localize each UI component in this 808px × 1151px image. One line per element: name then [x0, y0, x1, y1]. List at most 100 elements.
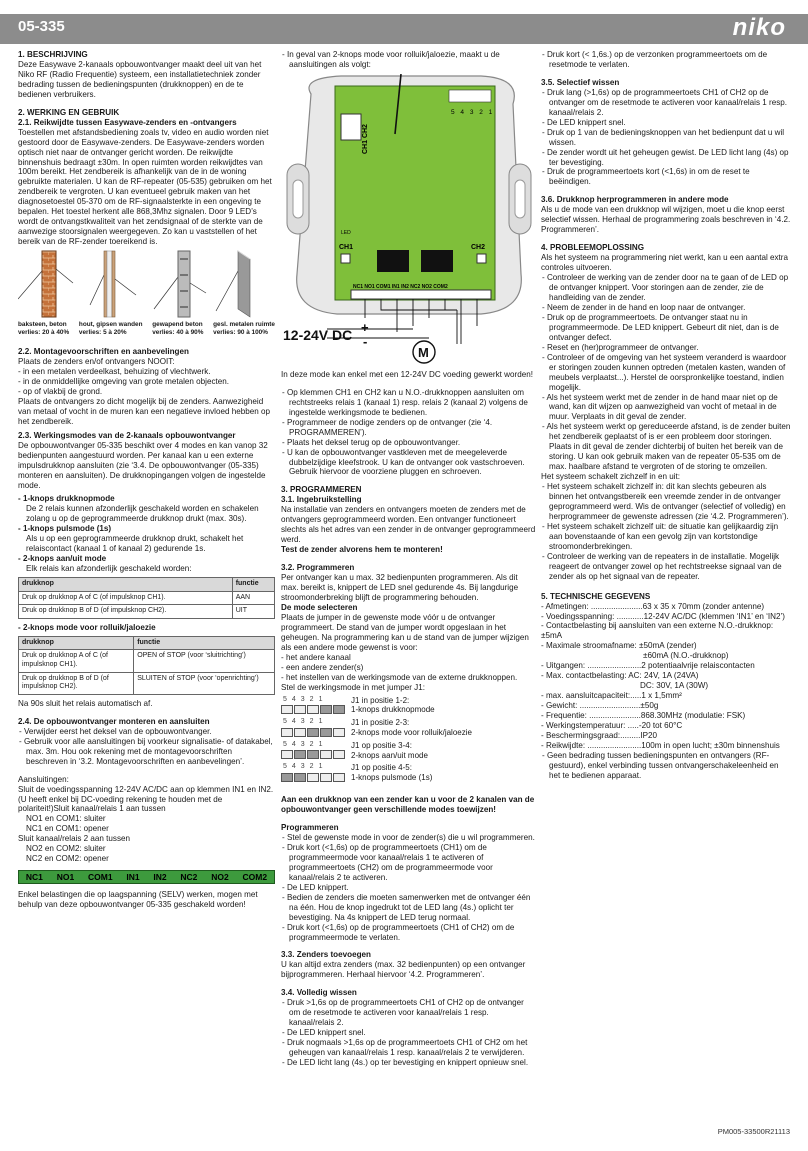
text-line: Plaats de zenders en/of ontvangers NOOIT…: [18, 357, 175, 367]
text-line: Aansluitingen:: [18, 774, 69, 784]
paragraph: Als u op een geprogrammeerde drukknop dr…: [26, 534, 244, 554]
text-line: - Druk >1,6s op de programmeertoets CH1 …: [282, 998, 524, 1028]
paragraph: Plaats de jumper in de gewenste mode vóó…: [281, 612, 529, 652]
paragraph: Per ontvanger kan u max. 32 bedienpunten…: [281, 573, 519, 602]
terminal-label: NC2: [180, 871, 198, 882]
section-title: 4. PROBLEEMOPLOSSING: [541, 243, 644, 253]
paragraph: De 2 relais kunnen afzonderlijk geschake…: [26, 504, 259, 524]
section-title: 3. PROGRAMMEREN: [281, 485, 362, 495]
device-illustration: CH1 CH2 5 4 3 2 1 LED CH1 CH2 NC1 NO1 CO…: [283, 73, 532, 364]
text-line: - Gebruik voor alle aansluitingen bij vo…: [19, 736, 273, 766]
text-line: - Reset en (her)programmeer de ontvanger…: [542, 342, 699, 352]
mode-title: - 1-knops pulsmode (1s): [18, 524, 112, 534]
terminal-strip: NC1 NO1 COM1 IN1 IN2 NC2 NO2 COM2: [18, 870, 275, 885]
minus-sign: -: [363, 334, 367, 349]
text-line: - in een metalen verdeelkast, behuizing …: [18, 367, 211, 377]
led-label: LED: [341, 230, 351, 236]
spec-line: - Werkingstemperatuur: .....-20 tot 60°C: [541, 721, 683, 730]
warning: Aan een drukknop van een zender kan u vo…: [281, 795, 535, 815]
paragraph: De opbouwontvanger 05-335 beschikt over …: [18, 440, 268, 490]
jumper-setting: 54321 J1 in positie 2-3:2-knops mode voo…: [281, 718, 472, 737]
column-2: - In geval van 2-knops mode voor rolluik…: [281, 50, 536, 1130]
text-line: - Druk op 1 van de bedieningsknoppen van…: [542, 127, 785, 147]
spec-line: - max. aansluitcapaciteit:.....1 x 1,5mm…: [541, 691, 682, 701]
text-line: - het andere kanaal: [281, 652, 351, 662]
subsection-title: 2.3. Werkingsmodes van de 2-kanaals opbo…: [18, 430, 236, 440]
text-line: - Het systeem schakelt zichzelf uit: de …: [542, 521, 779, 551]
terminal-label: NO1: [56, 871, 75, 882]
section-title: 2. WERKING EN GEBRUIK: [18, 107, 120, 117]
spec-line: - Uitgangen: ........................2 p…: [541, 661, 755, 671]
motor-icon: [412, 340, 436, 364]
text-line: - Als het systeem werkt op gereduceerde …: [542, 422, 791, 472]
text-line: NO2 en COM2: sluiter: [26, 844, 106, 854]
jumper-setting: 54321 J1 op positie 4-5:1-knops pulsmode…: [281, 763, 433, 783]
ch1-label: CH1: [339, 244, 353, 251]
document-code: PM005-33500R21113: [717, 1127, 790, 1136]
section-title: 5. TECHNISCHE GEGEVENS: [541, 591, 651, 601]
paragraph: U kan altijd extra zenders (max. 32 bedi…: [281, 960, 526, 980]
text-line: - Druk nogmaals >1,6s op de programmeert…: [282, 1038, 528, 1058]
text-line: - Programmeer de nodige zenders op de on…: [282, 417, 493, 437]
text-line: - Neem de zender in de hand en loop naar…: [542, 302, 746, 312]
section-title: 1. BESCHRIJVING: [18, 50, 88, 59]
text-line: Sluit kanaal/relais 2 aan tussen: [18, 834, 131, 844]
product-code: 05-335: [18, 18, 65, 35]
text-line: - Druk de programmeertoets kort (<1,6s) …: [542, 167, 750, 187]
terminal-label: IN2: [153, 871, 167, 882]
mode-title: - 1-knops drukknopmode: [18, 494, 115, 504]
text-line: NO1 en COM1: sluiter: [26, 814, 106, 824]
paragraph: Plaats de ontvangers zo dicht mogelijk b…: [18, 396, 270, 426]
terminal-label: NO2: [211, 871, 229, 882]
text-line: - Druk kort (< 1,6s.) op de verzonken pr…: [542, 50, 768, 69]
mode-title: - 2-knops mode voor rolluik/jaloezie: [18, 622, 156, 632]
subsection-title: 2.2. Montagevoorschriften en aanbeveling…: [18, 347, 189, 357]
subsection-title: 3.3. Zenders toevoegen: [281, 950, 371, 960]
ch-label: CH1 CH2: [362, 124, 369, 154]
mode-title: - 2-knops aan/uit mode: [18, 554, 107, 564]
text-line: - Controleer of de omgeving van het syst…: [542, 352, 787, 392]
wall-illustration: [18, 250, 251, 318]
paragraph: - In geval van 2-knops mode voor rolluik…: [282, 50, 500, 69]
text-line: - Druk kort (<1,6s) op de programmeertoe…: [282, 922, 515, 942]
spec-line: - Geen bedrading tussen bedieningspunten…: [542, 750, 779, 780]
terminal-labels: NC1 NO1 COM1 IN1 IN2 NC2 NO2 COM2: [353, 284, 448, 290]
text-line: - Druk op de programmeertoets. De ontvan…: [542, 312, 779, 342]
text-line: - Plaats het deksel terug op de opbouwon…: [282, 437, 461, 447]
text-line: - Op klemmen CH1 en CH2 kan u N.O.-drukk…: [282, 387, 528, 417]
subsection-title: 3.4. Volledig wissen: [281, 988, 357, 998]
text-line: - het instellen van de werkingsmode van …: [281, 672, 518, 682]
paragraph: Deze Easywave 2-kanaals opbouwontvanger …: [18, 59, 262, 99]
paragraph: Elk relais kan afzonderlijk geschakeld w…: [26, 564, 192, 574]
spec-line: - Reikwijdte: ........................10…: [541, 740, 780, 750]
text-line: - U kan de opbouwontvanger vastkleven me…: [282, 447, 525, 477]
column-1: 1. BESCHRIJVING Deze Easywave 2-kanaals …: [18, 50, 275, 1130]
header-bar: 05-335 niko: [0, 0, 808, 44]
subsection-title: Programmeren: [281, 823, 339, 833]
spec-line: DC: 30V, 1A (30W): [640, 681, 709, 691]
paragraph: Toestellen met afstandsbediening zoals t…: [18, 127, 272, 247]
text-line: Sluit de voedingsspanning 12-24V AC/DC a…: [18, 784, 274, 794]
spec-line: - Max. contactbelasting: AC: 24V, 1A (24…: [541, 671, 699, 681]
text-line: - Stel de gewenste mode in voor de zende…: [282, 832, 535, 842]
subsection-title: 3.2. Programmeren: [281, 563, 355, 573]
text-line: - De LED knippert.: [282, 882, 349, 892]
text-line: - Bedien de zenders die moeten samenwerk…: [282, 892, 531, 922]
spec-line: - Afmetingen: .......................63 …: [541, 601, 765, 611]
ch2-label: CH2: [471, 244, 485, 251]
text-line: - De LED knippert snel.: [542, 117, 626, 127]
jumper-setting: 54321 J1 op positie 3-4:2-knops aan/uit …: [281, 740, 428, 760]
text-line: - Als het systeem werkt met de zender in…: [542, 392, 778, 422]
paragraph: Als het systeem na programmering niet we…: [541, 253, 788, 273]
device-wiring-diagram: CH1 CH2 5 4 3 2 1 LED CH1 CH2 NC1 NO1 CO…: [281, 73, 536, 366]
pin-label: 5 4 3 2 1: [451, 109, 494, 116]
text-line: - Het systeem schakelt zichzelf in: dit …: [542, 482, 789, 521]
text-line: - op of vlakbij de grond.: [18, 386, 103, 396]
terminal-label: IN1: [126, 871, 140, 882]
text-line: - Verwijder eerst het deksel van de opbo…: [19, 726, 212, 736]
